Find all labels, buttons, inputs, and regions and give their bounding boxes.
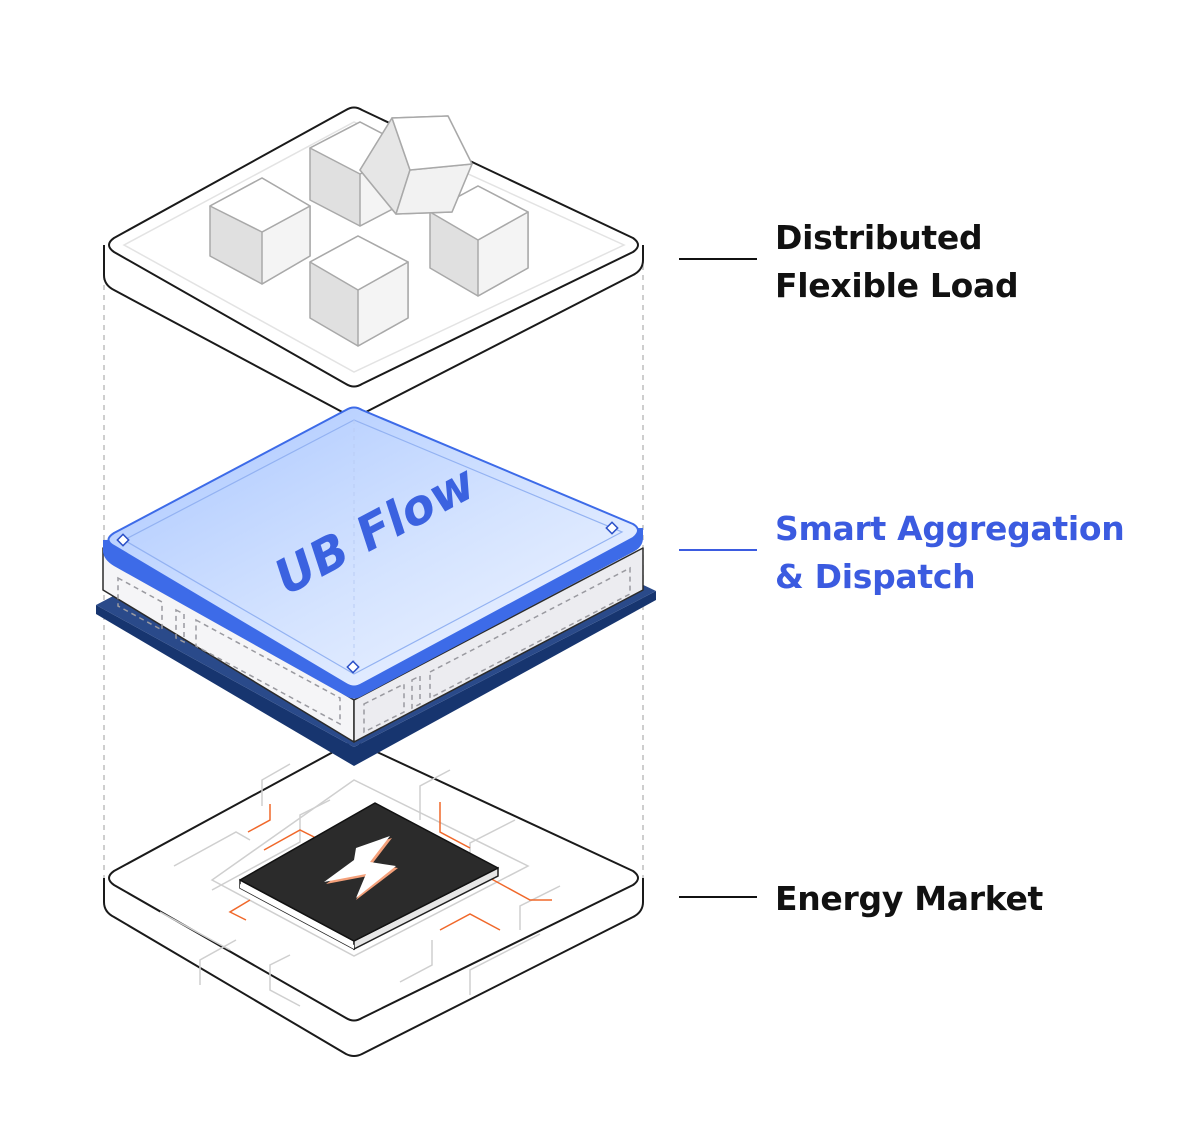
label-smart-aggregation-dispatch: Smart Aggregation & Dispatch: [775, 505, 1125, 601]
cubes-icon: [209, 115, 529, 347]
label-line: Energy Market: [775, 879, 1044, 918]
label-distributed-flexible-load: Distributed Flexible Load: [775, 214, 1019, 310]
label-line: Distributed: [775, 218, 983, 257]
circuit-traces: [159, 763, 561, 1007]
platform-chip-icon: UB Flow: [96, 406, 656, 766]
connector-middle: [679, 549, 757, 551]
label-line: & Dispatch: [775, 557, 976, 596]
label-energy-market: Energy Market: [775, 875, 1043, 923]
label-line: Flexible Load: [775, 266, 1019, 305]
lightning-icon: [324, 836, 398, 900]
connector-top: [679, 258, 757, 260]
label-line: Smart Aggregation: [775, 509, 1125, 548]
connector-bottom: [679, 896, 757, 898]
